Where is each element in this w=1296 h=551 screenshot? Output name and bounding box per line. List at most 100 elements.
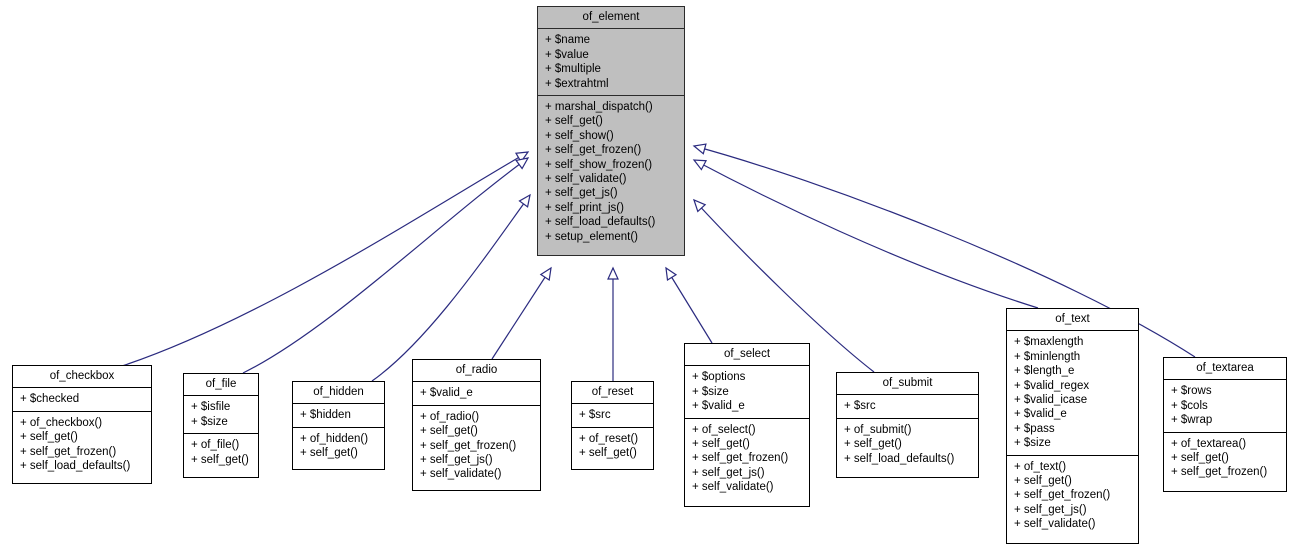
methods-compartment-of_text: + of_text() + self_get()+ self_get_frozen… [1007, 456, 1138, 536]
attributes-compartment-of_hidden: + $hidden [293, 404, 384, 426]
class-box-of_text[interactable]: of_text+ $maxlength+ $minlength+ $length… [1006, 308, 1139, 544]
attributes-compartment-of_element: + $name+ $value+ $multiple+ $extrahtml [538, 29, 684, 95]
compartment-divider [293, 426, 384, 428]
method-row: + self_load_defaults() [20, 460, 131, 473]
generalization-arrowhead-of_radio [539, 266, 552, 281]
class-name-of_text: of_text [1055, 313, 1090, 325]
compartment-divider [184, 433, 258, 435]
methods-compartment-of_textarea: + of_textarea()+ self_get()+ self_get_fr… [1164, 433, 1286, 484]
methods-compartment-of_hidden: + of_hidden()+ self_get() [293, 428, 384, 465]
method-row: + self_get() [20, 431, 78, 444]
method-row: + self_get() [1014, 475, 1072, 488]
method-row: + of_text() [1014, 460, 1067, 473]
attributes-compartment-of_file: + $isfile+ $size [184, 396, 258, 433]
compartment-divider [1007, 330, 1138, 332]
class-box-of_select[interactable]: of_select+ $options+ $size+ $valid_e+ of… [684, 343, 810, 507]
method-row: + self_validate() [545, 173, 627, 186]
class-name-of_reset: of_reset [591, 386, 634, 398]
method-row: + self_get_frozen() [545, 144, 642, 157]
method-row: + self_get_js() [692, 466, 765, 479]
method-row: + of_checkbox() [20, 416, 103, 429]
attributes-compartment-of_submit: + $src [837, 395, 978, 417]
class-name-of_hidden: of_hidden [313, 386, 364, 398]
edge-of_checkbox-to-of_element [121, 151, 529, 367]
generalization-arrowhead-of_reset [607, 266, 619, 280]
compartment-divider [1164, 379, 1286, 381]
class-name-of_select: of_select [723, 348, 771, 360]
method-row: + self_get() [545, 115, 603, 128]
attribute-row: + $size [191, 415, 228, 428]
methods-compartment-of_select: + of_select()+ self_get()+ self_get_froz… [685, 419, 809, 499]
method-row: + self_get_frozen() [20, 445, 117, 458]
attribute-row: + $isfile [191, 401, 231, 414]
compartment-divider [837, 417, 978, 419]
method-row: + of_submit() [844, 423, 912, 436]
compartment-divider [293, 403, 384, 405]
edge-of_hidden-to-of_element [371, 194, 531, 382]
method-row: + of_reset() [579, 432, 639, 445]
class-name-of_checkbox: of_checkbox [49, 370, 115, 382]
compartment-divider [13, 387, 151, 389]
attribute-row: + $minlength [1014, 350, 1081, 363]
method-row: + self_get() [191, 453, 249, 466]
attribute-row: + $pass [1014, 422, 1055, 435]
edge-of_file-to-of_element [242, 157, 529, 374]
methods-compartment-of_reset: + of_reset() + self_get() [572, 428, 653, 465]
method-row: + self_validate() [692, 481, 774, 494]
method-row: + self_show() [545, 129, 614, 142]
compartment-divider [184, 395, 258, 397]
edge-of_text-to-of_element [693, 159, 1039, 309]
method-row: + of_select() [692, 423, 756, 436]
method-row: + self_get_frozen() [1171, 466, 1268, 479]
method-row: + self_get_js() [1014, 503, 1087, 516]
generalization-arrowhead-of_submit [693, 198, 707, 213]
method-row: + self_print_js() [545, 201, 624, 214]
attribute-row: + $maxlength [1014, 336, 1084, 349]
attribute-row: + $extrahtml [545, 77, 609, 90]
method-row: + self_get_frozen() [1014, 489, 1111, 502]
attribute-row: + $src [579, 409, 611, 422]
method-row: + self_get_frozen() [692, 452, 789, 465]
compartment-divider [538, 95, 684, 97]
class-box-of_file[interactable]: of_file+ $isfile+ $size+ of_file()+ self… [183, 373, 259, 478]
class-box-of_reset[interactable]: of_reset + $src + of_reset() + self_get() [571, 381, 654, 470]
compartment-divider [13, 410, 151, 412]
compartment-divider [837, 394, 978, 396]
class-name-of_element: of_element [582, 11, 640, 23]
attribute-row: + $options [692, 371, 746, 384]
method-row: + self_validate() [1014, 518, 1096, 531]
methods-compartment-of_checkbox: + of_checkbox() + self_get()+ self_get_fr… [13, 412, 151, 478]
class-box-of_hidden[interactable]: of_hidden + $hidden+ of_hidden()+ self_ge… [292, 381, 385, 470]
method-row: + of_textarea() [1171, 437, 1247, 450]
generalization-arrowhead-of_hidden [518, 193, 531, 208]
method-row: + self_load_defaults() [545, 216, 656, 229]
class-box-of_textarea[interactable]: of_textarea+ $rows+ $cols+ $wrap+ of_tex… [1163, 357, 1287, 492]
attribute-row: + $src [844, 400, 876, 413]
generalization-arrowhead-of_text [692, 159, 708, 171]
method-row: + marshal_dispatch() [545, 101, 653, 114]
attributes-compartment-of_checkbox: + $checked [13, 388, 151, 410]
method-row: + self_get_js() [420, 454, 493, 467]
attribute-row: + $valid_e [1014, 408, 1067, 421]
attribute-row: + $valid_regex [1014, 379, 1090, 392]
methods-compartment-of_element: + marshal_dispatch()+ self_get()+ self_s… [538, 96, 684, 248]
compartment-divider [413, 381, 540, 383]
edge-of_select-to-of_element [665, 267, 713, 344]
compartment-divider [685, 365, 809, 367]
attribute-row: + $checked [20, 393, 80, 406]
attribute-row: + $wrap [1171, 414, 1213, 427]
generalization-arrowhead-of_select [665, 266, 678, 281]
class-box-of_submit[interactable]: of_submit+ $src+ of_submit()+ self_get()… [836, 372, 979, 478]
method-row: + self_get() [579, 447, 637, 460]
methods-compartment-of_file: + of_file()+ self_get() [184, 434, 258, 471]
class-box-of_radio[interactable]: of_radio+ $valid_e+ of_radio()+ self_get… [412, 359, 541, 491]
attribute-row: + $valid_e [692, 400, 745, 413]
method-row: + of_file() [191, 439, 240, 452]
attributes-compartment-of_reset: + $src [572, 404, 653, 426]
class-box-of_element[interactable]: of_element + $name+ $value+ $multiple+ $e… [537, 6, 685, 256]
attribute-row: + $valid_icase [1014, 394, 1088, 407]
attribute-row: + $name [545, 34, 591, 47]
class-name-of_submit: of_submit [882, 377, 933, 389]
class-box-of_checkbox[interactable]: of_checkbox + $checked + of_checkbox() + se… [12, 365, 152, 484]
generalization-arrowhead-of_textarea [692, 143, 707, 155]
